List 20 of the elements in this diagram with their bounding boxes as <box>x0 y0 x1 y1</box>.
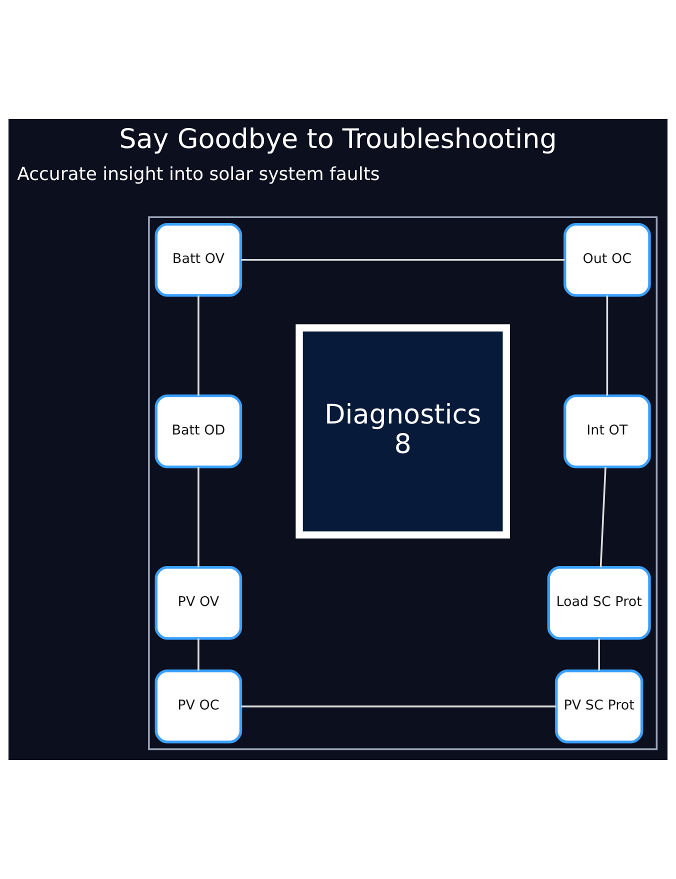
connector <box>241 259 565 261</box>
node-box: Out OC <box>564 222 651 297</box>
connector <box>600 467 606 568</box>
node-box: Int OT <box>564 394 651 468</box>
node-box: Load SC Prot <box>547 566 651 640</box>
node-box: PV OC <box>154 670 242 744</box>
node-box: Diagnostics 8 <box>296 324 510 539</box>
connector <box>198 296 200 396</box>
node-box: PV OV <box>154 566 242 640</box>
label: Accurate insight into solar system faults <box>17 164 380 186</box>
connector <box>198 638 200 671</box>
node-box: PV SC Prot <box>554 670 644 744</box>
node-box: Batt OD <box>154 394 242 468</box>
connector <box>241 706 556 708</box>
diagram-title: Say Goodbye to Troubleshooting <box>119 124 557 155</box>
node-box: Batt OV <box>154 222 242 297</box>
connector <box>198 467 200 568</box>
connector <box>598 638 600 671</box>
connector <box>606 296 608 396</box>
cluster <box>148 216 658 750</box>
